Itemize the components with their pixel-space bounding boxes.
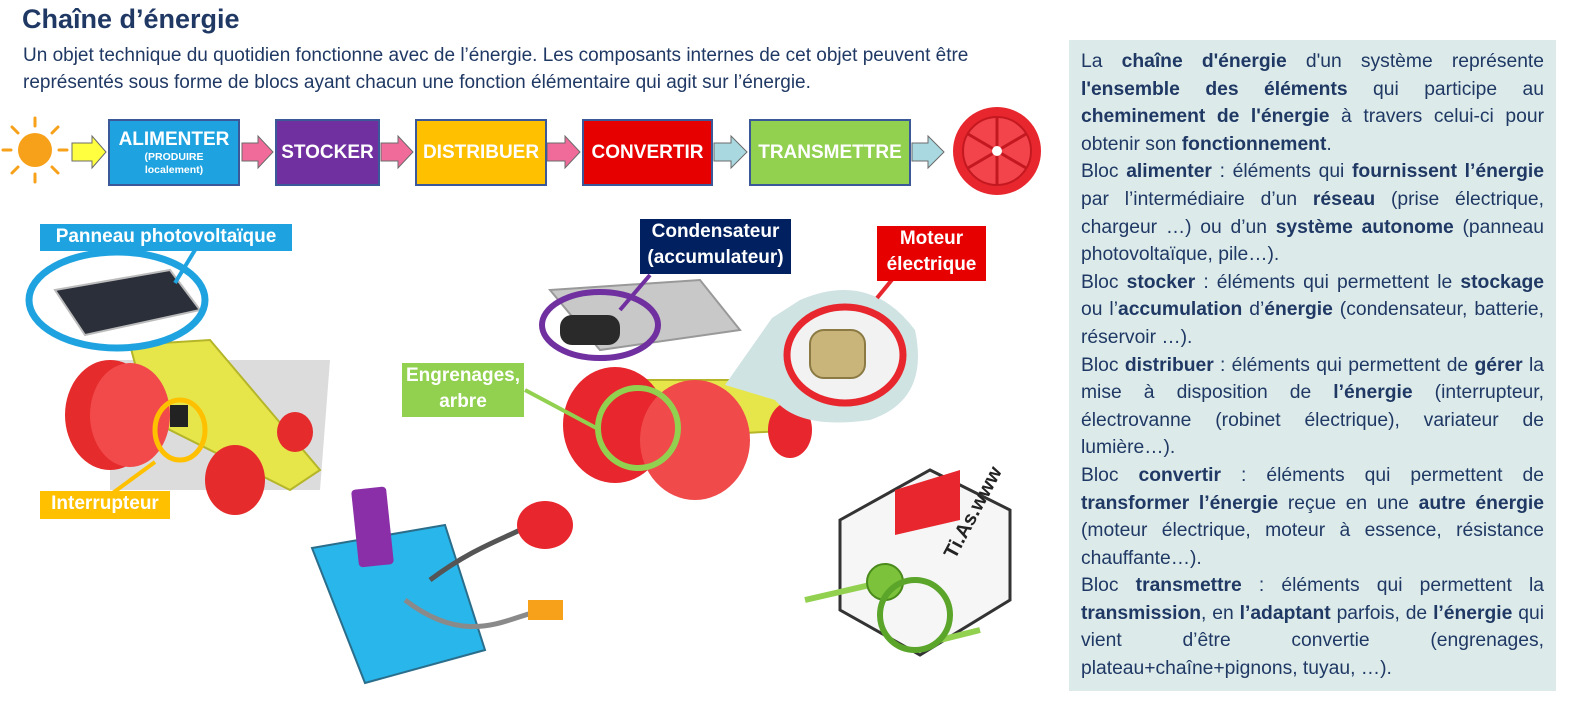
p1-e: qui participe au bbox=[1347, 78, 1544, 100]
arrow-teal-2 bbox=[911, 134, 945, 170]
p6-f: l’adaptant bbox=[1239, 602, 1331, 624]
label-condensateur: Condensateur (accumulateur) bbox=[640, 219, 791, 274]
p1-d: l'ensemble des éléments bbox=[1081, 78, 1348, 100]
condensateur-highlight bbox=[539, 289, 661, 361]
p1-g: à travers celui-ci pour obtenir son bbox=[1081, 106, 1544, 155]
label-moteur: Moteur électrique bbox=[877, 226, 986, 281]
p4-e: la mise à disposition de bbox=[1081, 354, 1544, 404]
p3-i: (condensateur, batterie, réservoir …). bbox=[1081, 299, 1544, 348]
p2-a: Bloc bbox=[1081, 161, 1127, 183]
block-alimenter-sub1: (PRODUIRE bbox=[144, 150, 204, 163]
panel-paragraph-3: Bloc stocker : éléments qui permettent l… bbox=[1081, 269, 1544, 352]
solar-car-left bbox=[53, 268, 330, 515]
p1-f: cheminement de l'énergie bbox=[1081, 106, 1330, 128]
p2-c: : éléments qui bbox=[1211, 161, 1353, 183]
p4-c: : éléments qui permettent de bbox=[1213, 354, 1475, 376]
block-transmettre: TRANSMETTRE bbox=[749, 119, 911, 186]
panel-paragraph-2: Bloc alimenter : éléments qui fournissen… bbox=[1081, 158, 1544, 268]
p6-c: : éléments qui permettent la bbox=[1241, 575, 1544, 597]
label-condensateur-line2: (accumulateur) bbox=[647, 247, 784, 268]
arrow-pink-3 bbox=[546, 134, 581, 170]
label-condensateur-line1: Condensateur bbox=[651, 221, 780, 242]
block-convertir: CONVERTIR bbox=[582, 119, 713, 186]
block-distribuer: DISTRIBUER bbox=[415, 119, 547, 186]
p1-h: fonctionnement bbox=[1181, 133, 1327, 155]
p3-c: : éléments qui permettent le bbox=[1195, 271, 1461, 293]
label-interrupteur: Interrupteur bbox=[40, 491, 170, 519]
p3-h: énergie bbox=[1264, 299, 1333, 321]
p2-d: fournissent l’énergie bbox=[1352, 161, 1544, 183]
block-alimenter-sub2: localement) bbox=[144, 163, 204, 176]
p4-g: (interrupteur, électrovanne (robinet éle… bbox=[1081, 382, 1544, 459]
circuit-board bbox=[310, 486, 573, 685]
p2-h: système autonome bbox=[1275, 216, 1454, 238]
p4-b: distribuer bbox=[1124, 354, 1214, 376]
p2-b: alimenter bbox=[1126, 161, 1212, 183]
p6-i: qui vient d’être convertie (engrenages, … bbox=[1081, 602, 1545, 680]
p2-g: (prise électrique, chargeur …) ou d’un bbox=[1081, 188, 1544, 238]
p4-a: Bloc bbox=[1081, 354, 1125, 376]
p5-c: : éléments qui permettent de bbox=[1221, 464, 1544, 486]
block-transmettre-label: TRANSMETTRE bbox=[758, 141, 902, 163]
block-distribuer-label: DISTRIBUER bbox=[422, 141, 540, 163]
p3-b: stocker bbox=[1126, 271, 1196, 293]
p3-a: Bloc bbox=[1081, 271, 1127, 293]
p5-b: convertir bbox=[1138, 464, 1222, 486]
wheel-icon bbox=[953, 107, 1041, 195]
block-stocker: STOCKER bbox=[275, 119, 380, 186]
p5-e: reçue en une bbox=[1278, 492, 1419, 514]
arrow-pink-1 bbox=[241, 134, 274, 170]
arrow-teal-1 bbox=[713, 134, 748, 170]
p6-g: parfois, de bbox=[1330, 602, 1434, 624]
p3-d: stockage bbox=[1460, 271, 1544, 293]
p1-b: chaîne d'énergie bbox=[1121, 51, 1287, 72]
arrow-yellow bbox=[71, 134, 107, 170]
p1-c: d'un système représente bbox=[1286, 51, 1544, 72]
p6-a: Bloc bbox=[1081, 575, 1136, 597]
p2-i: (panneau photovoltaïque, pile…). bbox=[1081, 216, 1544, 266]
label-moteur-line1: Moteur bbox=[899, 228, 964, 249]
p6-h: l’énergie bbox=[1433, 602, 1513, 624]
explanation-panel: La chaîne d'énergie d'un système représe… bbox=[1069, 40, 1556, 691]
p5-f: autre énergie bbox=[1418, 492, 1544, 514]
p3-g: d’ bbox=[1242, 299, 1265, 321]
p2-f: réseau bbox=[1312, 188, 1376, 210]
panneau-highlight bbox=[25, 248, 209, 352]
sun-icon bbox=[1, 116, 69, 184]
panel-paragraph-5: Bloc convertir : éléments qui permettent… bbox=[1081, 462, 1544, 572]
gearbox: Ti.As.www bbox=[804, 463, 1012, 657]
p4-d: gérer bbox=[1474, 354, 1523, 376]
block-stocker-label: STOCKER bbox=[281, 141, 374, 163]
label-engrenages-line1: Engrenages, bbox=[405, 365, 521, 386]
p1-a: La bbox=[1081, 51, 1122, 72]
p2-e: par l’intermédiaire d’un bbox=[1081, 188, 1313, 210]
p3-f: accumulation bbox=[1117, 299, 1243, 321]
p5-a: Bloc bbox=[1081, 464, 1139, 486]
p5-g: (moteur électrique, moteur à essence, ré… bbox=[1081, 520, 1544, 569]
p6-e: , en bbox=[1201, 602, 1240, 624]
p6-d: transmission bbox=[1081, 602, 1202, 624]
p5-d: transformer l’énergie bbox=[1081, 492, 1279, 514]
panel-paragraph-6: Bloc transmettre : éléments qui permette… bbox=[1081, 572, 1544, 682]
label-moteur-line2: électrique bbox=[886, 254, 977, 275]
p6-b: transmettre bbox=[1135, 575, 1242, 597]
label-panneau: Panneau photovoltaïque bbox=[40, 224, 292, 251]
panel-paragraph-1: La chaîne d'énergie d'un système représe… bbox=[1081, 48, 1544, 158]
block-convertir-label: CONVERTIR bbox=[591, 141, 704, 163]
label-engrenages: Engrenages, arbre bbox=[402, 363, 524, 417]
interrupteur-highlight bbox=[152, 397, 208, 463]
panel-paragraph-4: Bloc distribuer : éléments qui permetten… bbox=[1081, 352, 1544, 462]
label-engrenages-line2: arbre bbox=[439, 391, 487, 412]
page-title: Chaîne d’énergie bbox=[22, 4, 240, 34]
arrow-pink-2 bbox=[380, 134, 414, 170]
intro-text: Un objet technique du quotidien fonction… bbox=[23, 45, 969, 93]
p3-e: ou l’ bbox=[1081, 299, 1118, 321]
block-alimenter: ALIMENTER (PRODUIRE localement) bbox=[108, 119, 240, 186]
p1-i: . bbox=[1326, 133, 1332, 155]
block-alimenter-label: ALIMENTER bbox=[118, 128, 230, 150]
p4-f: l’énergie bbox=[1333, 382, 1413, 404]
solar-car-middle bbox=[547, 278, 812, 500]
